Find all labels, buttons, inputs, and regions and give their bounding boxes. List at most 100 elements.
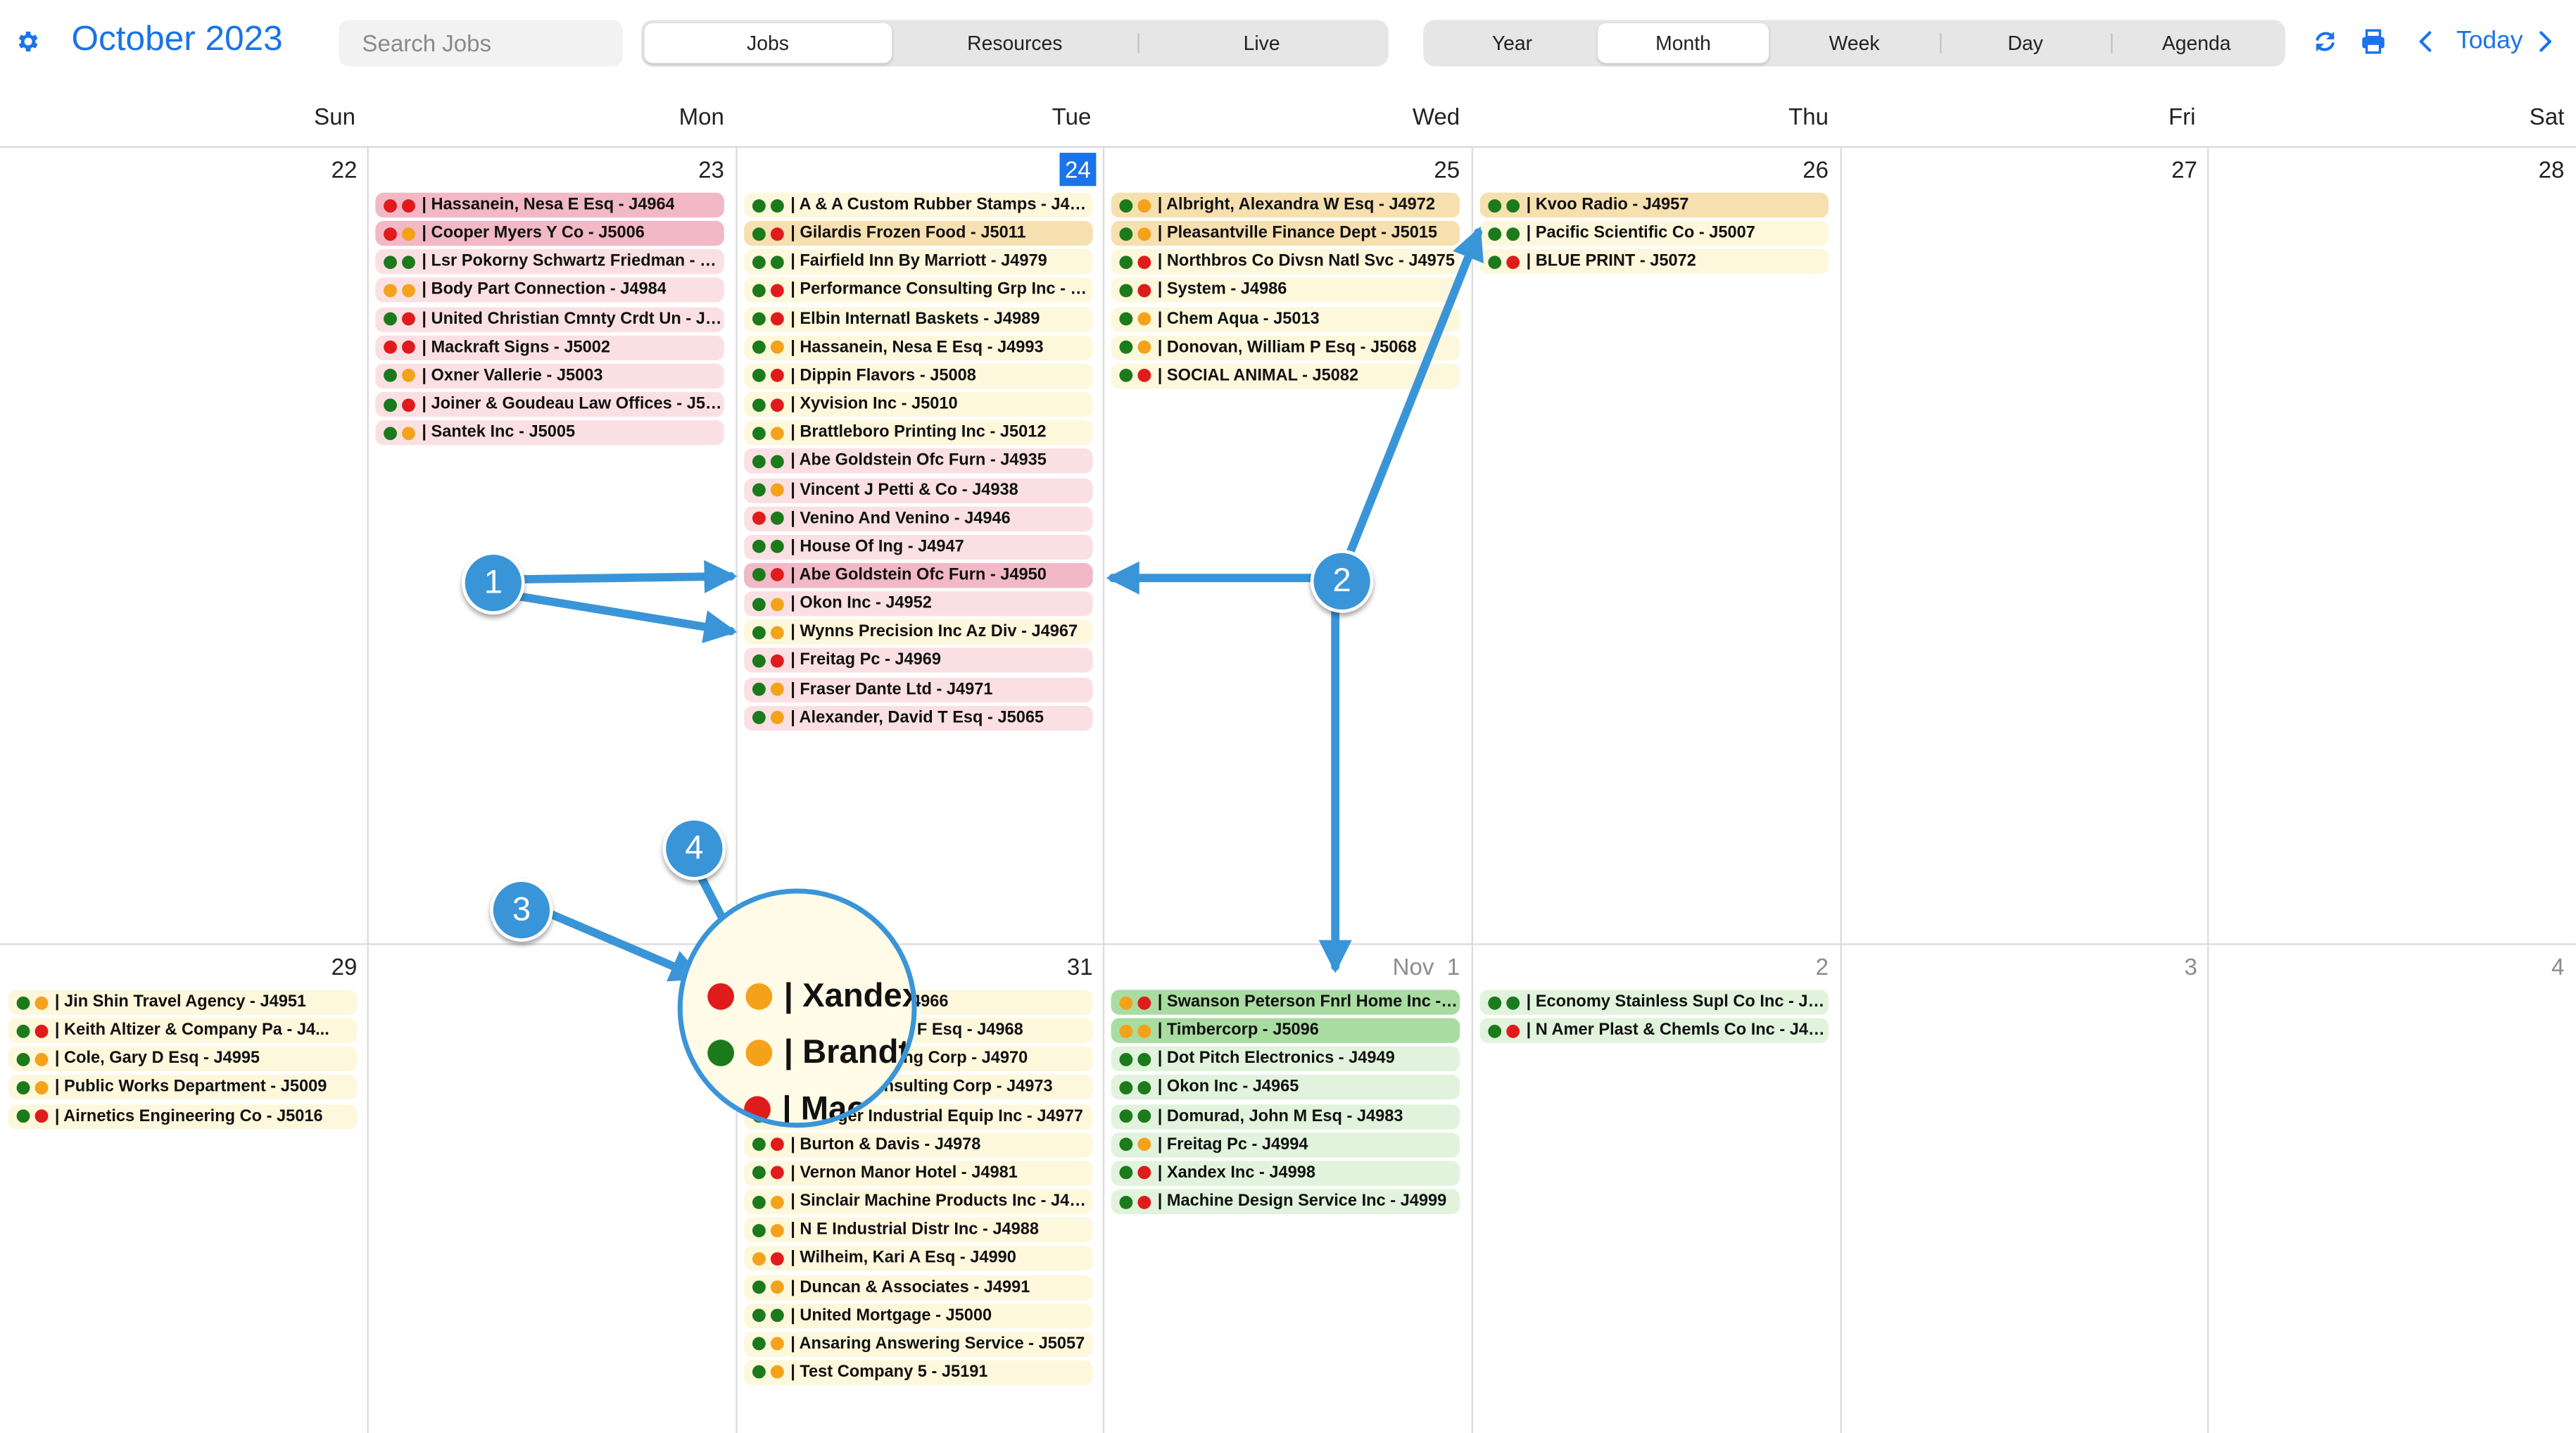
job-event[interactable]: | Vincent J Petti & Co - J4938 (744, 477, 1093, 503)
job-event[interactable]: | Albright, Alexandra W Esq - J4972 (1111, 192, 1460, 218)
job-event[interactable]: | Freitag Pc - J4969 (744, 648, 1093, 674)
job-event[interactable]: | Machine Design Service Inc - J4999 (1111, 1189, 1460, 1215)
job-event[interactable]: | Wilheim, Kari A Esq - J4990 (744, 1246, 1093, 1271)
search-input[interactable] (339, 20, 623, 67)
job-event[interactable]: | Ansaring Answering Service - J5057 (744, 1332, 1093, 1357)
day-number[interactable]: 3 (2184, 953, 2197, 980)
day-cell[interactable] (2207, 146, 2574, 944)
tab-week[interactable]: Week (1829, 31, 1880, 55)
printer-icon[interactable] (2360, 28, 2387, 55)
job-event[interactable]: | Venino And Venino - J4946 (744, 505, 1093, 531)
job-event[interactable]: | Vernon Manor Hotel - J4981 (744, 1161, 1093, 1186)
day-number[interactable]: Nov 1 (1392, 953, 1460, 980)
job-event[interactable]: | Swanson Peterson Fnrl Home Inc - J... (1111, 990, 1460, 1015)
day-number[interactable]: 25 (1434, 156, 1460, 183)
job-event[interactable]: | Hassanein, Nesa E Esq - J4964 (375, 192, 724, 218)
job-event[interactable]: | Fraser Dante Ltd - J4971 (744, 676, 1093, 702)
job-event[interactable]: | Santek Inc - J5005 (375, 420, 724, 446)
job-event[interactable]: | Wynns Precision Inc Az Div - J4967 (744, 619, 1093, 645)
day-number[interactable]: 23 (698, 156, 724, 183)
gear-icon[interactable] (15, 28, 42, 55)
job-event[interactable]: | Cole, Gary D Esq - J4995 (8, 1047, 358, 1072)
day-cell[interactable] (0, 146, 367, 944)
day-number[interactable]: 4 (2551, 953, 2565, 980)
job-event[interactable]: | Body Part Connection - J4984 (375, 278, 724, 303)
day-number[interactable]: 22 (331, 156, 358, 183)
job-event[interactable]: | Timbercorp - J5096 (1111, 1018, 1460, 1044)
day-cell[interactable] (2207, 943, 2574, 1433)
job-event[interactable]: | Test Company 5 - J5191 (744, 1360, 1093, 1385)
tab-day[interactable]: Day (1940, 23, 2111, 63)
job-event[interactable]: | Xyvision Inc - J5010 (744, 391, 1093, 417)
job-event[interactable]: | Economy Stainless Supl Co Inc - J49... (1479, 990, 1829, 1015)
job-event[interactable]: | Dippin Flavors - J5008 (744, 363, 1093, 389)
job-event[interactable]: | Cooper Myers Y Co - J5006 (375, 221, 724, 246)
chevron-right-icon[interactable] (2531, 28, 2558, 55)
job-event[interactable]: | Dot Pitch Electronics - J4949 (1111, 1047, 1460, 1072)
job-event[interactable]: | Joiner & Goudeau Law Offices - J50... (375, 391, 724, 417)
job-event[interactable]: | Mackraft Signs - J5002 (375, 335, 724, 360)
job-event[interactable]: | Pacific Scientific Co - J5007 (1479, 221, 1829, 246)
job-event[interactable]: | Oxner Vallerie - J5003 (375, 363, 724, 389)
month-title[interactable]: October 2023 (71, 20, 283, 58)
job-event[interactable]: | System - J4986 (1111, 278, 1460, 303)
chevron-left-icon[interactable] (2413, 28, 2440, 55)
job-event[interactable]: | House Of Ing - J4947 (744, 534, 1093, 560)
job-event[interactable]: | Freitag Pc - J4994 (1111, 1132, 1460, 1158)
job-event[interactable]: | Public Works Department - J5009 (8, 1075, 358, 1101)
day-cell[interactable] (1472, 943, 1838, 1433)
tab-resources[interactable]: Resources (967, 31, 1063, 55)
day-number[interactable]: 26 (1802, 156, 1829, 183)
job-event[interactable]: | N E Industrial Distr Inc - J4988 (744, 1218, 1093, 1243)
job-event[interactable]: | Pleasantville Finance Dept - J5015 (1111, 221, 1460, 246)
job-event[interactable]: | Abe Goldstein Ofc Furn - J4950 (744, 562, 1093, 588)
job-event[interactable]: | United Mortgage - J5000 (744, 1303, 1093, 1328)
job-event[interactable]: | Airnetics Engineering Co - J5016 (8, 1104, 358, 1129)
day-number[interactable]: 30 (370, 953, 724, 980)
job-event[interactable]: | Domurad, John M Esq - J4983 (1111, 1104, 1460, 1129)
day-number[interactable]: 28 (2538, 156, 2565, 183)
today-button[interactable]: Today (2456, 26, 2523, 55)
job-event[interactable]: | Hassanein, Nesa E Esq - J4993 (744, 335, 1093, 360)
job-event[interactable]: | Okon Inc - J4965 (1111, 1075, 1460, 1101)
job-event[interactable]: | BLUE PRINT - J5072 (1479, 249, 1829, 275)
tab-live[interactable]: Live (1138, 23, 1385, 63)
job-event[interactable]: | Keith Altizer & Company Pa - J4... (8, 1018, 358, 1044)
job-event[interactable]: | SOCIAL ANIMAL - J5082 (1111, 363, 1460, 389)
tab-agenda[interactable]: Agenda (2111, 23, 2282, 63)
job-event[interactable]: | Kvoo Radio - J4957 (1479, 192, 1829, 218)
job-event[interactable]: | Fairfield Inn By Marriott - J4979 (744, 249, 1093, 275)
today-day-number[interactable]: 24 (1059, 153, 1097, 187)
job-event[interactable]: | Performance Consulting Grp Inc - J4... (744, 278, 1093, 303)
job-event[interactable]: | Duncan & Associates - J4991 (744, 1275, 1093, 1300)
job-event[interactable]: | Sinclair Machine Products Inc - J4982 (744, 1189, 1093, 1215)
day-cell[interactable] (1841, 146, 2207, 944)
day-number[interactable]: 29 (331, 953, 358, 980)
day-cell[interactable] (0, 943, 367, 1433)
tab-month[interactable]: Month (1598, 23, 1769, 63)
job-event[interactable]: | Brattleboro Printing Inc - J5012 (744, 420, 1093, 446)
day-cell[interactable] (1103, 943, 1470, 1433)
day-cell[interactable] (1841, 943, 2207, 1433)
job-event[interactable]: | Lsr Pokorny Schwartz Friedman - J4... (375, 249, 724, 275)
job-event[interactable]: | Northbros Co Divsn Natl Svc - J4975 (1111, 249, 1460, 275)
day-number[interactable]: 27 (2171, 156, 2197, 183)
job-event[interactable]: | Alexander, David T Esq - J5065 (744, 705, 1093, 731)
job-event[interactable]: | Okon Inc - J4952 (744, 591, 1093, 617)
day-number[interactable]: 31 (1066, 953, 1093, 980)
job-event[interactable]: | United Christian Cmnty Crdt Un - J5... (375, 306, 724, 332)
job-event[interactable]: | N Amer Plast & Chemls Co Inc - J49... (1479, 1018, 1829, 1044)
job-event[interactable]: | Xandex Inc - J4998 (1111, 1161, 1460, 1186)
job-event[interactable]: | Jin Shin Travel Agency - J4951 (8, 990, 358, 1015)
job-event[interactable]: | A & A Custom Rubber Stamps - J4996 (744, 192, 1093, 218)
tab-jobs[interactable]: Jobs (644, 23, 892, 63)
job-event[interactable]: | Burton & Davis - J4978 (744, 1132, 1093, 1158)
tab-year[interactable]: Year (1491, 31, 1533, 55)
job-event[interactable]: | Abe Goldstein Ofc Furn - J4935 (744, 448, 1093, 474)
job-event[interactable]: | Donovan, William P Esq - J5068 (1111, 335, 1460, 360)
job-event[interactable]: | Chem Aqua - J5013 (1111, 306, 1460, 332)
job-event[interactable]: | Gilardis Frozen Food - J5011 (744, 221, 1093, 246)
job-event[interactable]: | Elbin Internatl Baskets - J4989 (744, 306, 1093, 332)
refresh-icon[interactable] (2312, 28, 2339, 55)
day-number[interactable]: 2 (1815, 953, 1829, 980)
